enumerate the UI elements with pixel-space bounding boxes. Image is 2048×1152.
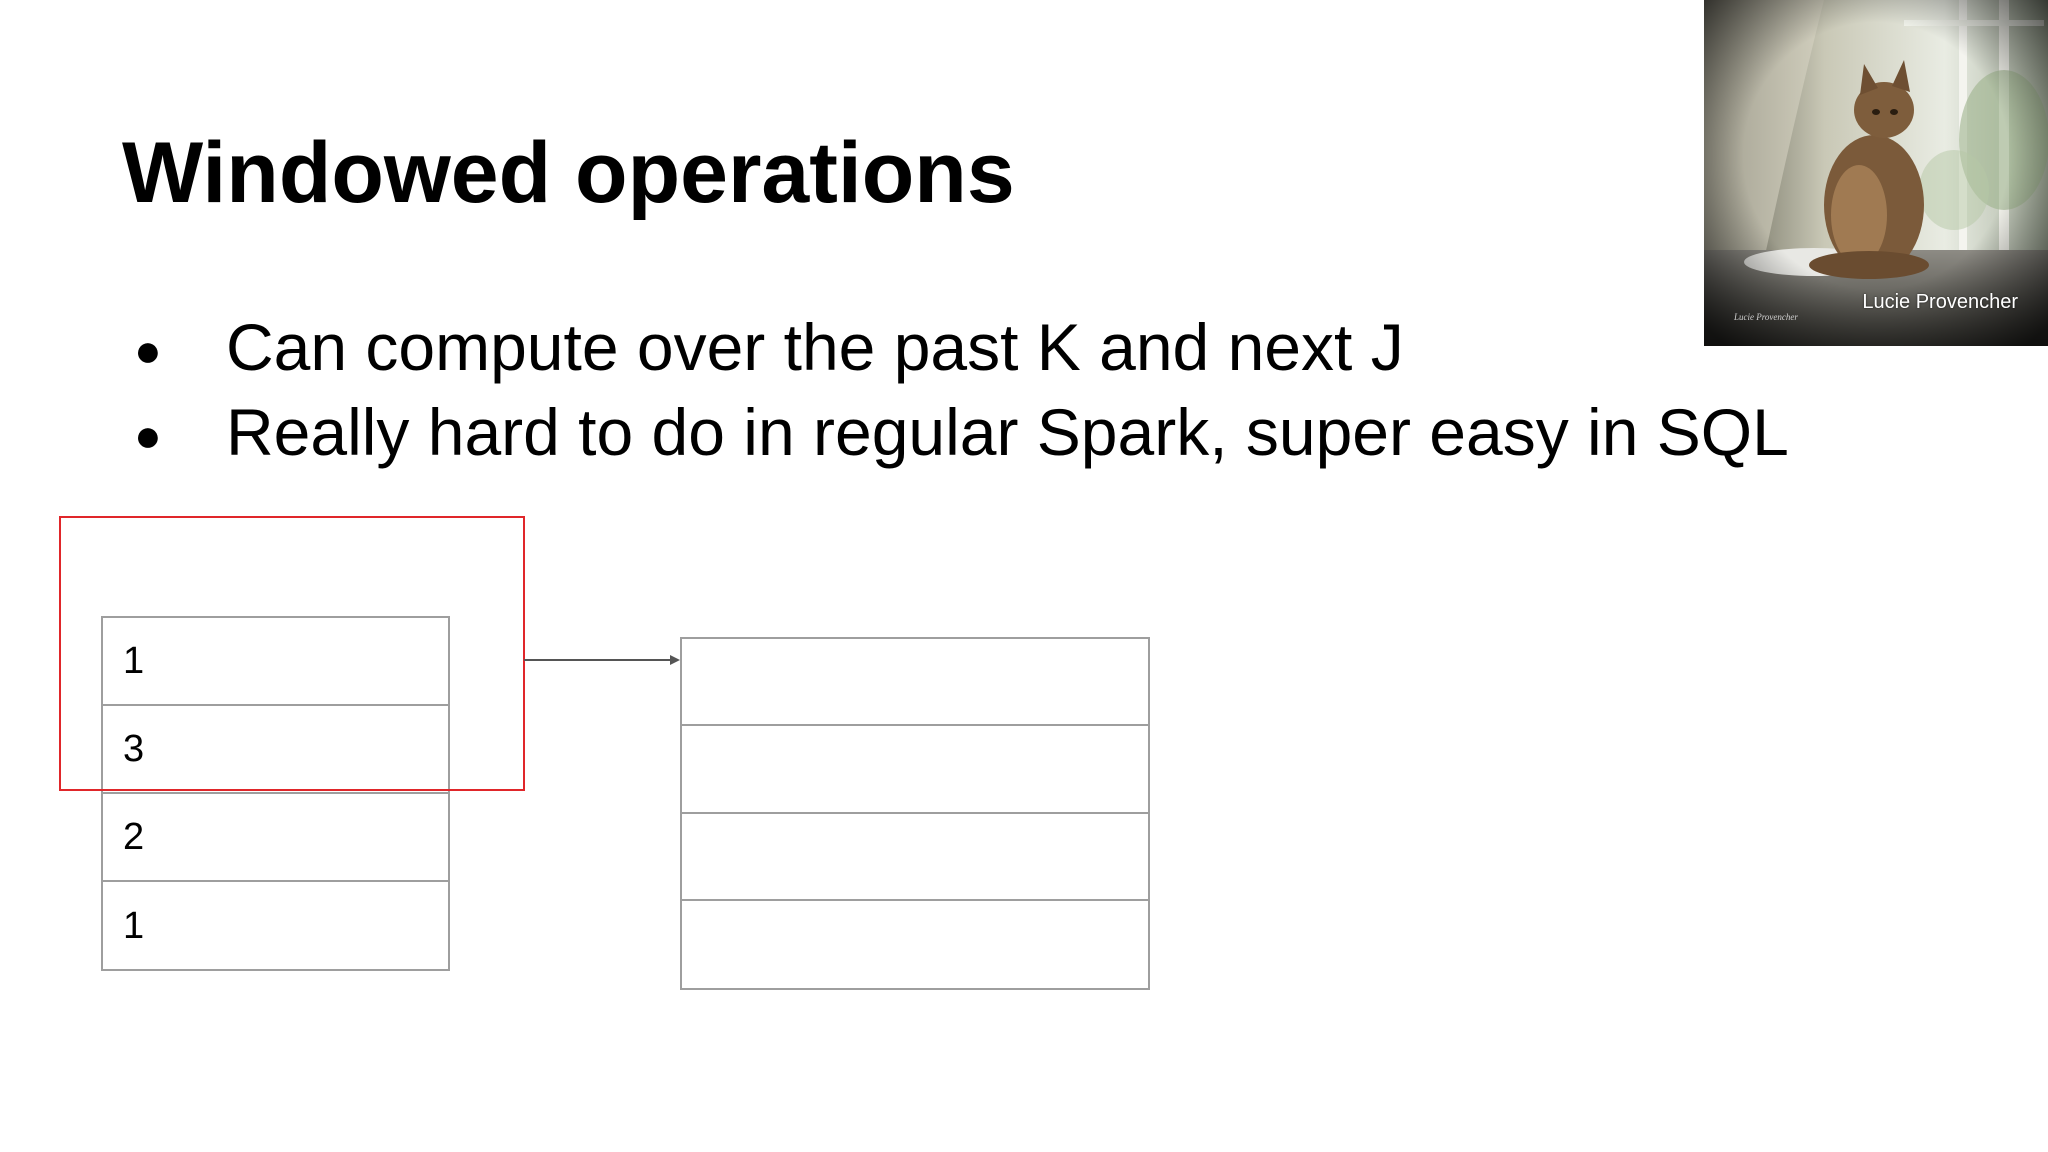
photo-caption: Lucie Provencher bbox=[1862, 291, 2018, 313]
input-cell: 1 bbox=[103, 618, 448, 706]
input-table: 1 3 2 1 bbox=[101, 616, 450, 971]
output-cell bbox=[682, 901, 1148, 988]
output-cell bbox=[682, 814, 1148, 901]
slide-title: Windowed operations bbox=[122, 125, 1015, 221]
arrow-right-icon bbox=[524, 655, 680, 665]
output-table bbox=[680, 637, 1150, 990]
bullet-item: ● Really hard to do in regular Spark, sup… bbox=[130, 391, 1789, 476]
bullet-item: ● Can compute over the past K and next J bbox=[130, 306, 1789, 391]
output-cell bbox=[682, 726, 1148, 814]
input-cell: 3 bbox=[103, 706, 448, 794]
window-highlight-box bbox=[59, 516, 525, 791]
output-cell bbox=[682, 639, 1148, 727]
input-cell: 1 bbox=[123, 905, 145, 947]
bullet-list: ●Can compute over the past K and next J … bbox=[130, 306, 1789, 476]
photo-signature: Lucie Provencher bbox=[1734, 312, 1798, 322]
bullet-text: Can compute over the past K and next J bbox=[226, 310, 1404, 384]
bullet-text: Really hard to do in regular Spark, supe… bbox=[226, 395, 1789, 469]
input-cell: 2 bbox=[103, 794, 448, 882]
cat-photo-image bbox=[1704, 0, 2048, 346]
bullet-dot: ● bbox=[134, 409, 162, 461]
cat-photo: Lucie Provencher Lucie Provencher bbox=[1704, 0, 2048, 346]
bullet-dot: ● bbox=[134, 324, 162, 376]
